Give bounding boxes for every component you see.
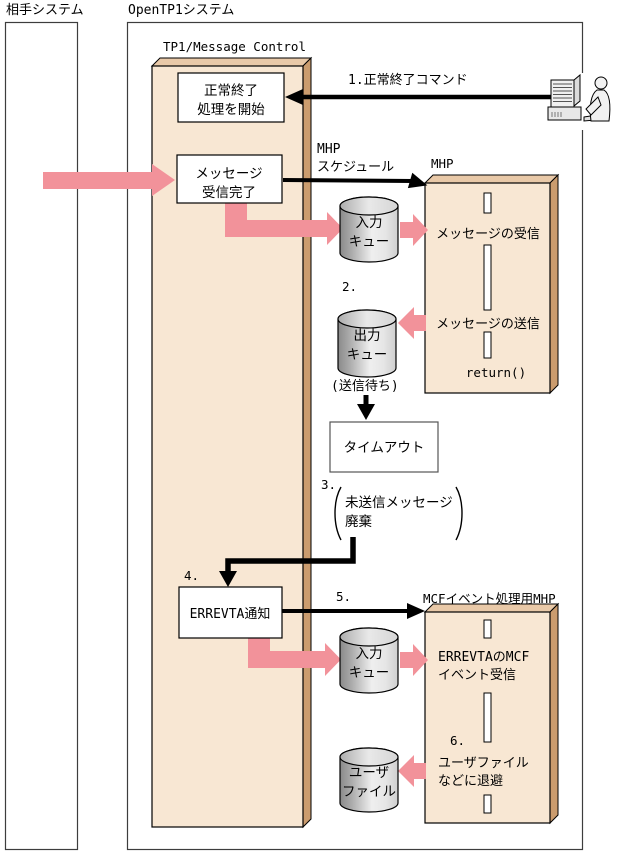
output-queue-cylinder: 出力 キュー xyxy=(337,309,397,378)
mcf-box-top-bevel xyxy=(423,603,560,613)
tp1-box-top-bevel xyxy=(150,57,313,67)
mhp-schedule-label-line2: スケジュール xyxy=(317,160,394,175)
pink-arrow-input-queue-to-mhp xyxy=(400,214,428,246)
tp1-message-control-label: TP1/Message Control xyxy=(163,39,306,54)
opentp1-system-label: OpenTP1システム xyxy=(128,3,234,18)
mcf-event-recv-text-line1: ERREVTAのMCF xyxy=(438,650,529,665)
mcf-save-text-line2: などに退避 xyxy=(438,774,503,789)
step3-label: 3. xyxy=(321,477,336,492)
process-bar xyxy=(483,192,492,214)
msg-recv-done-box xyxy=(176,154,283,204)
step1-label: 1.正常終了コマンド xyxy=(348,72,468,88)
normal-end-box xyxy=(177,72,285,123)
mhp-schedule-arrow xyxy=(282,172,428,189)
input-queue-1-text-line2: キュー xyxy=(349,234,390,250)
mcf-save-text-line1: ユーザファイル xyxy=(438,756,529,771)
errevta-text: ERREVTA通知 xyxy=(190,606,271,622)
step1-command-arrow xyxy=(285,89,556,105)
msg-recv-done-text-line1: メッセージ xyxy=(195,166,262,182)
mcf-box-side-bevel xyxy=(549,602,559,825)
input-queue-2-text-line1: 入力 xyxy=(356,646,383,662)
mhp-msg-recv-text: メッセージの受信 xyxy=(436,227,540,242)
unsent-discard-annotation: 未送信メッセージ 廃棄 xyxy=(334,486,463,541)
pink-arrow-errevta-to-input-queue xyxy=(248,638,341,676)
msg-recv-done-text-line2: 受信完了 xyxy=(202,185,256,201)
step4-label: 4. xyxy=(184,568,199,583)
timeout-box xyxy=(329,421,439,473)
unsent-text-line1: 未送信メッセージ xyxy=(345,495,453,511)
input-queue-1-text-line1: 入力 xyxy=(356,215,383,231)
send-wait-label: (送信待ち) xyxy=(331,379,399,394)
process-bar xyxy=(483,331,492,359)
tp1-box-side-bevel xyxy=(302,56,312,829)
mhp-schedule-label-line1: MHP xyxy=(317,142,341,157)
pink-arrow-from-partner xyxy=(43,164,175,196)
mhp-box-top-bevel xyxy=(423,174,560,184)
normal-end-text-line2: 処理を開始 xyxy=(197,102,265,118)
process-bar xyxy=(483,692,492,743)
mcf-event-recv-text-line2: イベント受信 xyxy=(438,668,516,683)
pink-arrow-mhp-to-output-queue xyxy=(398,307,426,339)
right-paren xyxy=(455,486,463,541)
input-queue-cylinder-1: 入力 キュー xyxy=(339,196,399,263)
step2-label: 2. xyxy=(342,279,357,294)
left-paren xyxy=(334,486,342,541)
mhp-box-label: MHP xyxy=(431,156,454,171)
operator-icon xyxy=(547,73,619,130)
unsent-text-line2: 廃棄 xyxy=(345,513,372,530)
output-queue-text-line1: 出力 xyxy=(354,328,381,344)
errevta-box xyxy=(178,586,283,639)
input-queue-cylinder-2: 入力 キュー xyxy=(339,627,399,694)
pink-arrow-mcf-to-user-file xyxy=(398,755,426,787)
mhp-box-side-bevel xyxy=(549,173,559,395)
step5-label: 5. xyxy=(336,589,351,604)
step5-errevta-to-mcf-arrow xyxy=(282,603,425,619)
mhp-return-text: return() xyxy=(466,365,526,380)
step6-label: 6. xyxy=(450,733,465,748)
normal-end-text-line1: 正常終了 xyxy=(204,83,258,99)
process-bar xyxy=(483,619,492,639)
output-queue-text-line2: キュー xyxy=(347,347,388,363)
user-file-cylinder: ユーザ ファイル xyxy=(339,747,399,813)
partner-system-label: 相手システム xyxy=(6,3,84,18)
input-queue-2-text-line2: キュー xyxy=(349,665,390,681)
pink-arrow-msgdone-to-input-queue xyxy=(225,203,343,245)
process-bar xyxy=(483,794,492,814)
user-file-text-line1: ユーザ xyxy=(349,765,389,781)
pink-arrow-input-queue-to-mcf xyxy=(400,644,428,676)
process-bar xyxy=(483,244,492,311)
partner-system-box xyxy=(4,21,79,851)
user-file-text-line2: ファイル xyxy=(342,784,396,800)
mhp-msg-send-text: メッセージの送信 xyxy=(436,317,540,332)
timeout-text: タイムアウト xyxy=(344,440,425,456)
timeout-down-arrow xyxy=(357,395,375,420)
discard-to-errevta-arrow xyxy=(219,537,356,587)
mcf-mhp-box-label: MCFイベント処理用MHP xyxy=(423,591,556,606)
person-icon xyxy=(585,76,611,122)
